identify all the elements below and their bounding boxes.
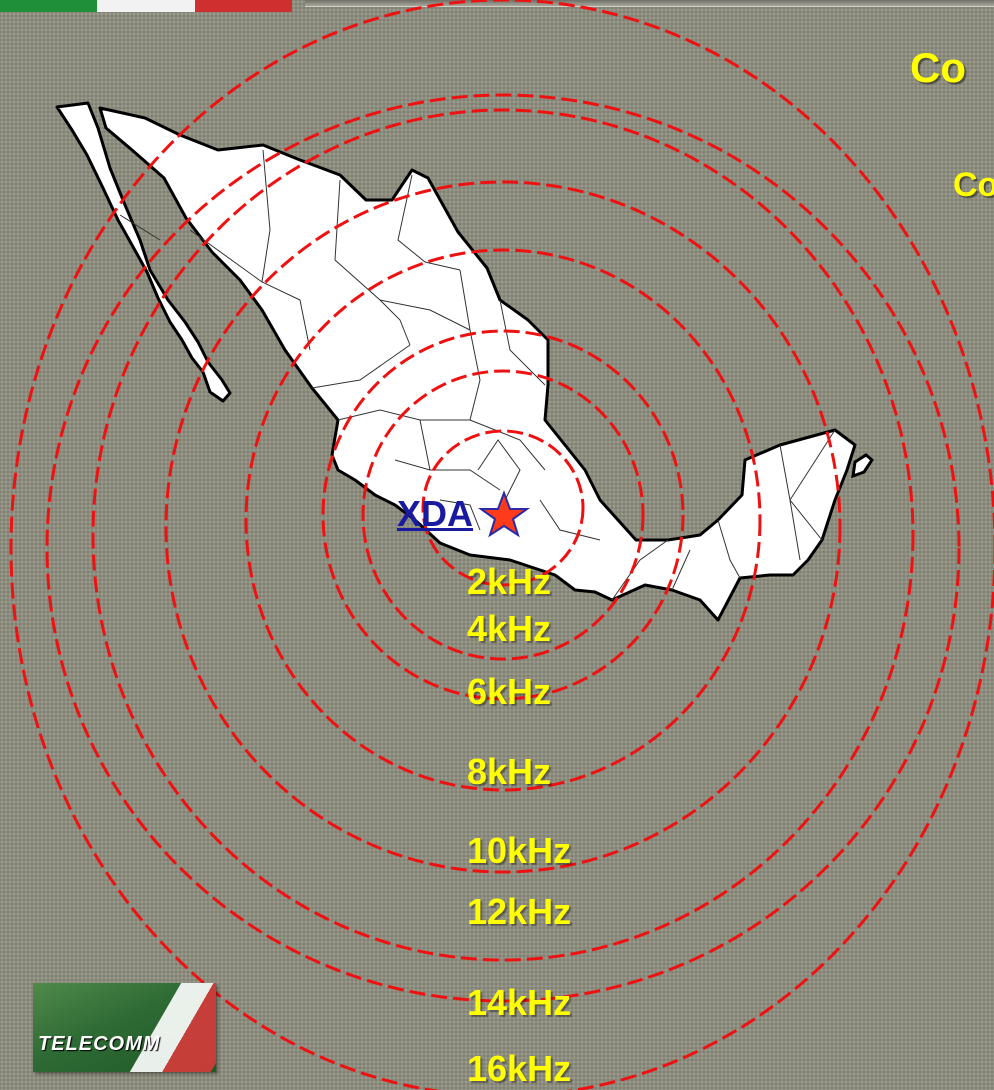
coverage-ring-10khz — [164, 180, 842, 874]
ring-label-4khz: 4kHz — [467, 608, 552, 649]
logo-wordmark: TELECOMM — [38, 1033, 161, 1055]
flag-green — [0, 0, 98, 12]
coverage-ring-4khz — [361, 369, 645, 661]
coverage-ring-6khz — [321, 329, 685, 701]
ring-label-16khz: 16kHz — [467, 1048, 572, 1089]
ring-label-8khz: 8kHz — [467, 751, 552, 792]
coverage-rings — [9, 0, 994, 1090]
ring-label-12khz: 12kHz — [467, 891, 572, 932]
mexico-mainland — [98, 106, 857, 622]
telecomm-logo: TELECOMM — [33, 983, 216, 1072]
ring-label-10khz: 10kHz — [467, 830, 572, 871]
coverage-ring-16khz — [9, 0, 994, 1090]
page-title: Co — [910, 44, 966, 91]
ring-label-6khz: 6kHz — [467, 671, 552, 712]
mexico-flag-strip — [0, 0, 292, 12]
flag-red — [194, 0, 292, 12]
coverage-ring-12khz — [91, 108, 915, 962]
state-borders — [119, 149, 836, 601]
cozumel-island — [851, 453, 874, 479]
mexico-map — [55, 101, 874, 622]
ring-label-2khz: 2kHz — [467, 561, 552, 602]
station-label: XDA — [397, 493, 474, 534]
star-icon — [477, 490, 531, 538]
coverage-ring-2khz — [421, 429, 585, 587]
ring-label-14khz: 14kHz — [467, 982, 572, 1023]
baja-california — [55, 101, 232, 403]
logo-stripe — [128, 983, 216, 1072]
coverage-ring-14khz — [45, 93, 961, 1003]
top-bar — [305, 0, 994, 7]
flag-white — [97, 0, 195, 12]
page-subtitle: Co — [953, 166, 994, 204]
coverage-ring-8khz — [244, 248, 762, 792]
